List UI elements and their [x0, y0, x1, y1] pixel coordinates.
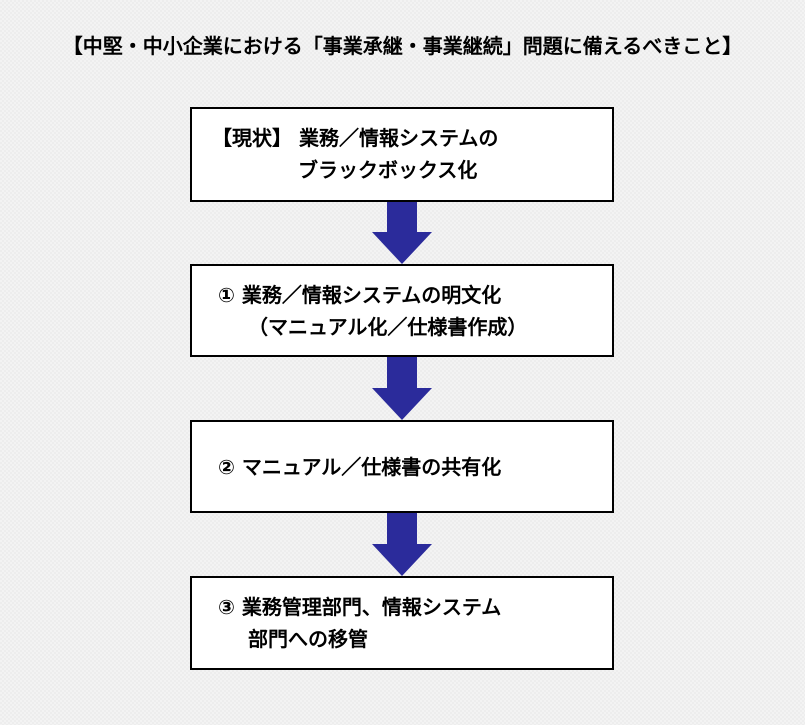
step-1-line1: ① 業務／情報システムの明文化 [218, 283, 502, 307]
step-1-line2: （マニュアル化／仕様書作成） [248, 315, 528, 339]
step-3-line1: ③ 業務管理部門、情報システム [218, 595, 502, 619]
arrow-down-3 [372, 513, 432, 576]
step-3-line2: 部門への移管 [248, 627, 368, 651]
step-current-line2: ブラックボックス化 [298, 158, 478, 182]
step-box-1: ① 業務／情報システムの明文化 （マニュアル化／仕様書作成） [190, 264, 614, 357]
arrow-down-1 [372, 202, 432, 264]
step-box-3: ③ 業務管理部門、情報システム 部門への移管 [190, 576, 614, 670]
arrow-down-icon [372, 202, 432, 264]
arrow-down-icon [372, 513, 432, 576]
arrow-down-2 [372, 357, 432, 420]
step-current-line1: 【現状】 業務／情報システムの [212, 126, 499, 150]
step-box-2: ② マニュアル／仕様書の共有化 [190, 420, 614, 513]
arrow-down-icon [372, 357, 432, 420]
step-box-current: 【現状】 業務／情報システムの ブラックボックス化 [190, 107, 614, 202]
diagram-title: 【中堅・中小企業における「事業承継・事業継続」問題に備えるべきこと】 [62, 34, 743, 58]
step-2-line1: ② マニュアル／仕様書の共有化 [218, 455, 502, 479]
